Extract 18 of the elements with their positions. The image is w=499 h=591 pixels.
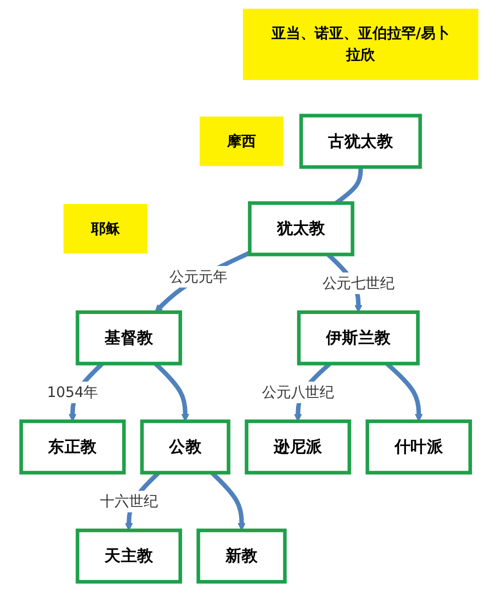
node-box: 古犹太教 (299, 114, 422, 169)
node-box: 天主教 (76, 528, 182, 584)
edge-label: 1054年 (46, 383, 98, 401)
node-box: 逊尼派 (244, 419, 352, 474)
node-box: 亚当、诺亚、亚伯拉罕/易卜拉欣 (242, 8, 478, 80)
node-box: 耶稣 (64, 204, 148, 254)
edge-label: 十六世纪 (100, 492, 158, 510)
node-box: 公教 (140, 419, 230, 474)
arrow (154, 250, 251, 313)
edge-label: 公元七世纪 (322, 274, 394, 292)
edge-label: 公元八世纪 (262, 383, 334, 401)
node-box: 犹太教 (248, 201, 354, 256)
node-box: 东正教 (19, 419, 126, 474)
node-box: 伊斯兰教 (297, 310, 420, 366)
edge-label: 公元元年 (170, 268, 228, 285)
node-box: 基督教 (76, 310, 182, 366)
node-box: 新教 (196, 528, 287, 584)
node-box: 摩西 (200, 116, 284, 166)
